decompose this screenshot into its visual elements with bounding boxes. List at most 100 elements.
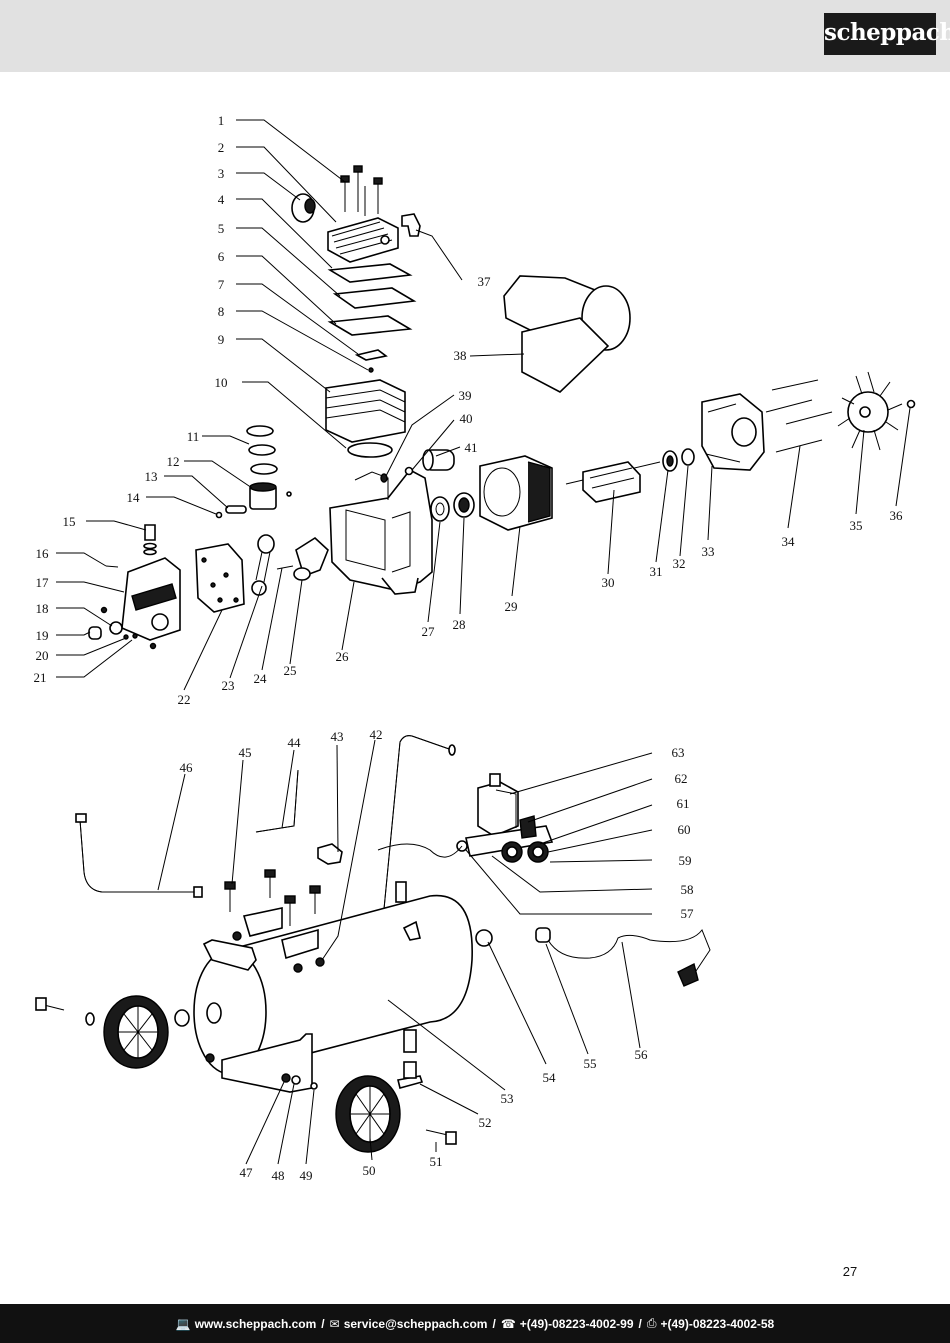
part-label: 58 bbox=[681, 882, 694, 897]
part-label: 18 bbox=[36, 601, 49, 616]
part-label: 12 bbox=[167, 454, 180, 469]
part-label: 43 bbox=[331, 729, 344, 744]
part-label: 13 bbox=[145, 469, 158, 484]
part-label: 56 bbox=[635, 1047, 649, 1062]
diagram-drawing bbox=[35, 165, 916, 1153]
part-label: 41 bbox=[465, 440, 478, 455]
footer-email[interactable]: service@scheppach.com bbox=[343, 1316, 488, 1331]
valve-reed bbox=[354, 349, 388, 361]
part-label: 2 bbox=[218, 140, 225, 155]
exploded-parts-diagram: 1 2 3 4 5 6 7 8 9 10 11 12 13 14 15 16 1… bbox=[0, 72, 950, 1304]
part-label: 21 bbox=[34, 670, 47, 685]
part-label: 44 bbox=[288, 735, 302, 750]
part-label: 59 bbox=[679, 853, 692, 868]
part-label: 26 bbox=[336, 649, 350, 664]
cover-gasket bbox=[195, 543, 245, 613]
footer-separator: / bbox=[321, 1316, 325, 1331]
part-label: 60 bbox=[678, 822, 691, 837]
part-label: 49 bbox=[300, 1168, 313, 1183]
part-label: 20 bbox=[36, 648, 49, 663]
part-number-labels: 1 2 3 4 5 6 7 8 9 10 11 12 13 14 15 16 1… bbox=[34, 113, 904, 1183]
pressure-switch bbox=[477, 773, 519, 837]
part-label: 25 bbox=[284, 663, 297, 678]
part-label: 39 bbox=[459, 388, 472, 403]
part-label: 5 bbox=[218, 221, 225, 236]
air-tank bbox=[193, 881, 473, 1076]
cylinder-head bbox=[327, 217, 399, 263]
wheel-left bbox=[103, 995, 169, 1069]
part-label: 34 bbox=[782, 534, 796, 549]
part-label: 29 bbox=[505, 599, 518, 614]
part-label: 53 bbox=[501, 1091, 514, 1106]
part-label: 19 bbox=[36, 628, 49, 643]
part-label: 24 bbox=[254, 671, 268, 686]
part-label: 63 bbox=[672, 745, 685, 760]
part-label: 17 bbox=[36, 575, 50, 590]
pressure-manifold bbox=[456, 815, 554, 863]
part-label: 3 bbox=[218, 166, 225, 181]
page-footer: 💻 www.scheppach.com / ✉ service@scheppac… bbox=[0, 1304, 950, 1343]
fan-shroud bbox=[503, 275, 631, 393]
part-label: 32 bbox=[673, 556, 686, 571]
part-label: 30 bbox=[602, 575, 615, 590]
long-screws bbox=[765, 379, 833, 453]
part-label: 23 bbox=[222, 678, 235, 693]
motor-end-bell bbox=[701, 393, 765, 471]
capacitor bbox=[422, 449, 455, 471]
cylinder bbox=[325, 379, 406, 458]
part-label: 38 bbox=[454, 348, 467, 363]
part-label: 55 bbox=[584, 1056, 597, 1071]
part-label: 4 bbox=[218, 192, 225, 207]
part-label: 51 bbox=[430, 1154, 443, 1169]
leader-lines bbox=[56, 119, 911, 1165]
connecting-rod bbox=[251, 534, 275, 596]
tank-handle bbox=[381, 735, 456, 931]
part-label: 1 bbox=[218, 113, 225, 128]
part-label: 15 bbox=[63, 514, 76, 529]
part-label: 61 bbox=[677, 796, 690, 811]
brand-logo: scheppach bbox=[824, 13, 950, 55]
fax-icon: ⎙ bbox=[646, 1316, 657, 1330]
part-label: 54 bbox=[543, 1070, 557, 1085]
motor-stator bbox=[479, 455, 553, 531]
computer-icon: 💻 bbox=[175, 1316, 191, 1331]
footer-separator: / bbox=[638, 1316, 642, 1331]
part-label: 50 bbox=[363, 1163, 376, 1178]
part-label: 52 bbox=[479, 1115, 492, 1130]
part-label: 42 bbox=[370, 727, 383, 742]
valve-plate bbox=[332, 287, 417, 309]
air-filter bbox=[291, 193, 316, 223]
part-label: 37 bbox=[478, 274, 492, 289]
part-label: 27 bbox=[422, 624, 436, 639]
part-label: 62 bbox=[675, 771, 688, 786]
footer-separator: / bbox=[492, 1316, 496, 1331]
part-label: 6 bbox=[218, 249, 225, 264]
part-label: 48 bbox=[272, 1168, 285, 1183]
phone-icon: ☎ bbox=[500, 1316, 516, 1331]
part-label: 9 bbox=[218, 332, 225, 347]
part-label: 45 bbox=[239, 745, 252, 760]
mail-icon: ✉ bbox=[329, 1316, 340, 1331]
part-label: 31 bbox=[650, 564, 663, 579]
crankcase bbox=[329, 468, 433, 595]
part-label: 16 bbox=[36, 546, 50, 561]
part-label: 7 bbox=[218, 277, 225, 292]
motor-rotor bbox=[565, 461, 661, 503]
page-header: scheppach bbox=[0, 0, 950, 72]
part-label: 35 bbox=[850, 518, 863, 533]
part-label: 36 bbox=[890, 508, 904, 523]
part-label: 33 bbox=[702, 544, 715, 559]
wheel-right bbox=[335, 1075, 401, 1153]
part-label: 47 bbox=[240, 1165, 254, 1180]
crankcase-cover bbox=[121, 557, 181, 641]
part-label: 14 bbox=[127, 490, 141, 505]
bracket-bolts bbox=[224, 869, 321, 926]
crankshaft bbox=[293, 536, 329, 581]
footer-phone: +(49)-08223-4002-99 bbox=[519, 1316, 634, 1331]
footer-website[interactable]: www.scheppach.com bbox=[194, 1316, 317, 1331]
diagram-svg: 1 2 3 4 5 6 7 8 9 10 11 12 13 14 15 16 1… bbox=[34, 113, 916, 1183]
part-label: 46 bbox=[180, 760, 194, 775]
part-label: 28 bbox=[453, 617, 466, 632]
cooling-fan bbox=[837, 371, 903, 451]
gasket-4 bbox=[327, 263, 413, 283]
